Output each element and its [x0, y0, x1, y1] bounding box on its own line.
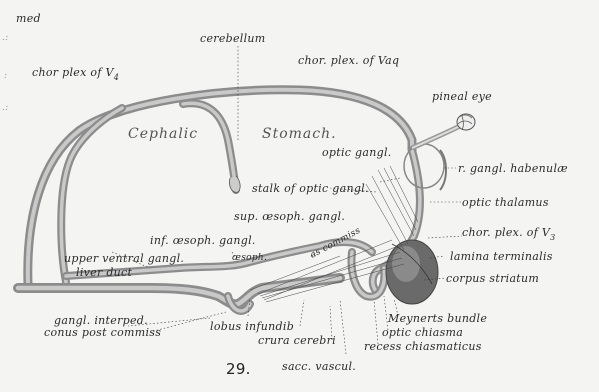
optic-ganglion [404, 144, 446, 190]
label-upper-ventral-gangl: upper ventral gangl. [64, 252, 184, 265]
label-chor-plex-v3: chor. plex. of V3 [462, 226, 556, 242]
label-oesoph: œsoph. [232, 253, 267, 263]
label-inf-oesoph-gangl: inf. œsoph. gangl. [150, 234, 256, 247]
svg-text::: : [4, 71, 7, 81]
page-edge-marks: .: : .: [2, 33, 9, 113]
label-conus-post-commiss: conus post commiss [44, 326, 161, 339]
svg-text:.:: .: [2, 33, 9, 43]
label-optic-gangl: optic gangl. [322, 146, 392, 159]
stalk-bulb [229, 176, 240, 192]
label-meynerts-bundle: Meynerts bundle [387, 312, 487, 325]
label-sup-oesoph-gangl: sup. œsoph. gangl. [234, 210, 345, 223]
label-sacc-vascul: sacc. vascul. [282, 360, 356, 373]
label-recess-chiasmaticus: recess chiasmaticus [364, 340, 482, 353]
label-med: med [16, 12, 41, 25]
label-cephalic: Cephalic [128, 126, 198, 142]
label-crura-cerebri: crura cerebri [258, 334, 336, 347]
label-lobus-infundib: lobus infundib [210, 320, 294, 333]
label-r-gangl-habenulae: r. gangl. habenulæ [458, 162, 568, 175]
corpus-striatum [386, 240, 438, 304]
label-optic-thalamus: optic thalamus [462, 196, 549, 209]
label-liver-duct: liver duct [76, 266, 133, 279]
pineal-eye [412, 114, 475, 148]
label-cerebellum: cerebellum [200, 32, 266, 45]
figure-number: 29. [226, 360, 251, 378]
svg-text:.:: .: [2, 103, 9, 113]
label-optic-chiasma: optic chiasma [382, 326, 463, 339]
label-stalk-optic-gangl: stalk of optic gangl. [252, 182, 369, 195]
label-lamina-terminalis: lamina terminalis [450, 250, 553, 263]
label-stomach: Stomach. [262, 126, 337, 142]
label-pineal-eye: pineal eye [432, 90, 492, 103]
label-chor-plex-vaq: chor. plex. of Vaq [298, 54, 399, 67]
label-corpus-striatum: corpus striatum [446, 272, 539, 285]
label-chor-plex-v4: chor plex of V4 [32, 66, 119, 82]
